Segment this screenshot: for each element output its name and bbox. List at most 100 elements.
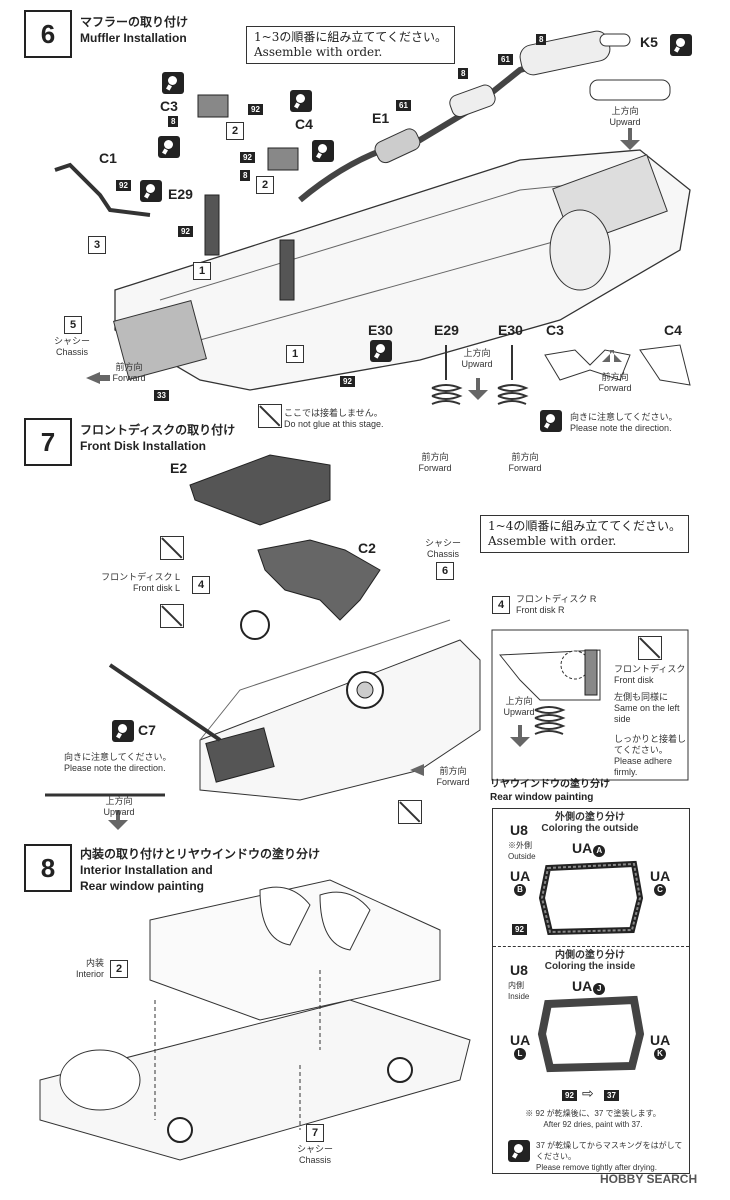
direction-note: 向きに注意してください。 Please note the direction.	[64, 752, 171, 774]
step-6-title: マフラーの取り付け Muffler Installation	[80, 14, 188, 46]
interior-label: 内装 Interior	[68, 958, 104, 980]
upward-arrow-2-icon	[468, 378, 488, 400]
tag-33: 33	[154, 390, 169, 401]
forward-label-2: 前方向 Forward	[590, 372, 640, 394]
bracket-c3	[197, 94, 229, 118]
paint-note-2-en: Please remove tightly after drying.	[536, 1163, 657, 1172]
step-index-1: 1	[286, 345, 304, 363]
step-6-title-en: Muffler Installation	[80, 31, 187, 45]
upward-jp: 上方向	[505, 696, 533, 706]
part-e1: E1	[372, 110, 390, 126]
inside-small: 内側 Inside	[508, 980, 529, 1002]
step-6-number: 6	[24, 10, 72, 58]
forward-arrow-icon	[86, 372, 110, 384]
ua-text: UA	[650, 1032, 671, 1048]
upward-en: Upward	[461, 359, 493, 369]
radiator	[112, 300, 208, 380]
no-glue-jp: ここでは接着しません。	[284, 408, 383, 418]
panel-divider	[493, 946, 689, 947]
inside-small-en: Inside	[508, 992, 530, 1001]
paint-note-2: 37 が乾燥してからマスキングをはがしてください。 Please remove …	[536, 1140, 686, 1173]
step-7-illustration	[45, 454, 689, 830]
upward-label-2: 上方向 Upward	[94, 796, 144, 818]
order-note-en: Assemble with order.	[488, 534, 617, 548]
detail-e29-label: E29	[434, 322, 459, 338]
tag-8: 8	[536, 34, 547, 45]
forward-label-3: 前方向 Forward	[410, 452, 460, 474]
chassis-label-jp: シャシー	[296, 1144, 333, 1154]
inset-spring	[534, 706, 566, 735]
step-8-illustration	[39, 879, 471, 1161]
disk-r-label: フロントディスク R Front disk R	[516, 594, 596, 616]
letter-j: J	[593, 983, 606, 995]
tag-61: 61	[498, 54, 513, 65]
paint-note-1: ※ 92 が乾燥後に、37 で塗装します。 After 92 dries, pa…	[500, 1108, 686, 1130]
detail-c4-label: C4	[664, 322, 682, 338]
detail-e30-label: E30	[498, 322, 523, 338]
interior-jp: 内装	[85, 958, 104, 968]
adhere-firmly-jp: しっかりと接着してください。	[614, 734, 687, 755]
chassis-label-jp: シャシー	[53, 336, 90, 346]
upward-arrow-icon	[108, 810, 128, 830]
step-index-2: 2	[256, 176, 274, 194]
disk-l-en: Front disk L	[132, 583, 180, 593]
upward-arrow-icon	[620, 128, 640, 150]
disk-l-ref: 4	[192, 576, 210, 594]
paint-icon	[508, 1140, 530, 1162]
tail-pipe	[599, 33, 631, 47]
chassis-label-en: Chassis	[55, 347, 88, 357]
step-8-title: 内装の取り付けとリヤウインドウの塗り分け Interior Installati…	[80, 846, 320, 894]
adhere-firmly-en: Please adhere firmly.	[614, 756, 673, 777]
no-glue-note: ここでは接着しません。 Do not glue at this stage.	[284, 408, 384, 430]
front-disk-l	[240, 610, 270, 640]
order-note-jp: 1~3の順番に組み立ててください。	[254, 30, 447, 44]
tag-92: 92	[116, 180, 131, 191]
disk-r-jp: フロントディスク R	[516, 594, 597, 604]
letter-l: L	[514, 1048, 526, 1060]
disk-l-jp: フロントディスク L	[101, 572, 180, 582]
front-hub	[167, 1117, 193, 1143]
tag-92: 92	[340, 376, 355, 387]
coil-spring-e29	[431, 384, 463, 405]
tag-92: 92	[562, 1090, 577, 1101]
forward-jp: 前方向	[115, 362, 143, 372]
chassis-label-en: Chassis	[298, 1155, 331, 1165]
inset-disk	[584, 649, 598, 696]
paint-note-2-jp: 37 が乾燥してからマスキングをはがしてください。	[536, 1141, 683, 1161]
ua-text: UA	[510, 868, 531, 884]
window-inside-diagram	[537, 995, 645, 1073]
inset-disk-en: Front disk	[614, 675, 654, 685]
shock-e29	[204, 194, 220, 256]
rear-wheel-hub	[549, 209, 611, 291]
direction-jp: 向きに注意してください。	[570, 412, 678, 422]
seat	[319, 891, 371, 951]
part-c3: C3	[160, 98, 178, 114]
order-note-en: Assemble with order.	[254, 45, 383, 59]
no-glue-en: Do not glue at this stage.	[284, 419, 384, 429]
no-glue-icon	[258, 404, 282, 428]
paint-note-1-jp: ※ 92 が乾燥後に、37 で塗装します。	[525, 1109, 661, 1118]
disk-r-en: Front disk R	[516, 605, 565, 615]
forward-jp: 前方向	[439, 766, 467, 776]
step-7-title-en: Front Disk Installation	[80, 439, 207, 453]
paint-icon	[312, 140, 334, 162]
step-6-illustration	[54, 30, 691, 405]
catalyst	[374, 128, 421, 164]
upward-arrow-2-icon	[510, 725, 530, 747]
resonator	[449, 84, 496, 118]
ua-text: UA	[572, 840, 593, 856]
same-side-note: 左側も同様に Same on the left side	[614, 692, 684, 725]
chassis-label: シャシー Chassis	[44, 336, 100, 358]
rear-window-jp: リヤウインドウの塗り分け	[490, 779, 610, 790]
forward-en: Forward	[598, 383, 632, 393]
shock-e30	[279, 239, 295, 301]
detail-c3-label: C3	[546, 322, 564, 338]
same-side-en: Same on the left side	[614, 703, 680, 724]
direction-jp: 向きに注意してください。	[64, 752, 172, 762]
u8-label: U8	[510, 822, 528, 838]
step-6-order-note: 1~3の順番に組み立ててください。 Assemble with order.	[246, 26, 455, 64]
exhaust-pipe	[298, 47, 591, 203]
rear-hub	[387, 1057, 413, 1083]
